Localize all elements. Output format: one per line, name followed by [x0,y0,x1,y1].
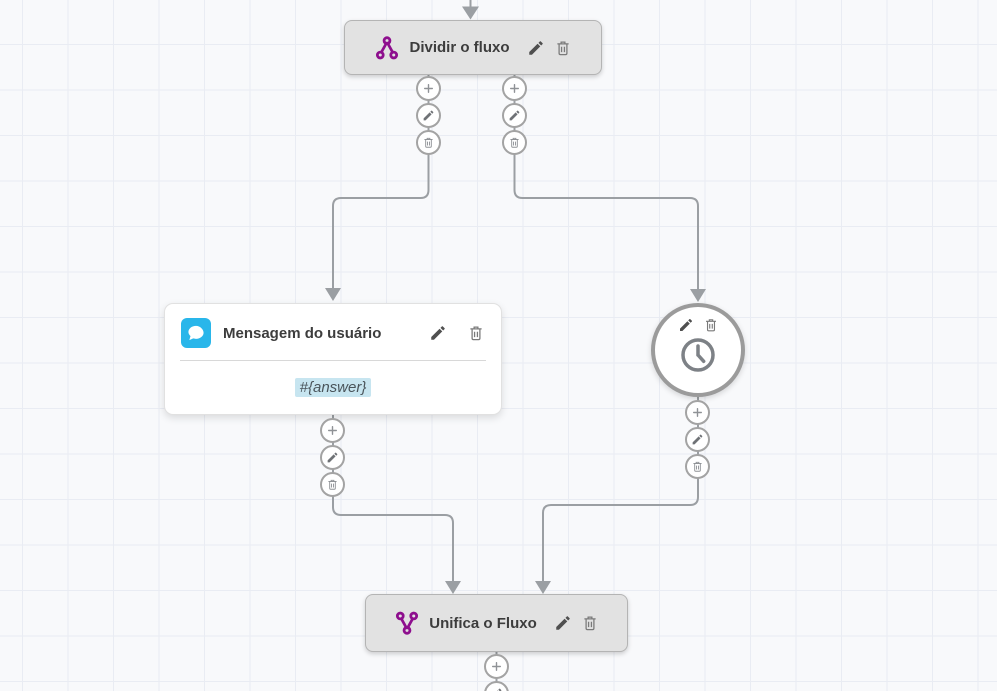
node-timer[interactable] [651,303,745,397]
merge-flow-icon [394,610,420,636]
message-output-ports [320,418,345,497]
delete-node-button[interactable] [703,317,719,333]
node-split-flow[interactable]: Dividir o fluxo [344,20,602,75]
edit-node-button[interactable] [527,39,545,57]
delete-node-button[interactable] [467,324,485,342]
connector-incoming-top [462,0,479,20]
chat-bubble-icon [181,318,211,348]
node-body: #{answer} [165,361,501,414]
node-merge-flow[interactable]: Unifica o Fluxo [365,594,628,652]
node-title: Mensagem do usuário [223,324,382,342]
edit-node-button[interactable] [429,324,447,342]
node-user-message[interactable]: Mensagem do usuário #{answer} [164,303,502,415]
delete-connection-button[interactable] [320,472,345,497]
delete-connection-button[interactable] [685,454,710,479]
node-header: Mensagem do usuário [165,304,501,360]
node-divider [180,360,486,361]
timer-output-ports [685,400,710,479]
add-block-button[interactable] [320,418,345,443]
node-title: Unifica o Fluxo [429,614,537,632]
edit-connection-button[interactable] [416,103,441,128]
edit-node-button[interactable] [678,317,694,333]
node-title: Dividir o fluxo [409,39,510,56]
add-block-button[interactable] [484,654,509,679]
connector-split-to-timer [513,75,706,302]
edit-connection-button[interactable] [484,681,509,691]
clock-icon [678,335,718,375]
add-block-button[interactable] [502,76,527,101]
connector-split-to-message [325,75,430,301]
merge-output-ports [484,654,509,691]
edit-connection-button[interactable] [502,103,527,128]
add-block-button[interactable] [685,400,710,425]
delete-node-button[interactable] [554,39,572,57]
variable-chip[interactable]: #{answer} [294,378,372,397]
connector-message-to-merge [332,415,461,594]
delete-connection-button[interactable] [416,130,441,155]
add-block-button[interactable] [416,76,441,101]
connector-timer-to-merge [535,397,699,594]
edit-connection-button[interactable] [685,427,710,452]
delete-connection-button[interactable] [502,130,527,155]
split-left-output-ports [416,76,441,155]
edit-node-button[interactable] [554,614,572,632]
edit-connection-button[interactable] [320,445,345,470]
delete-node-button[interactable] [581,614,599,632]
node-tools [678,317,719,333]
split-flow-icon [374,35,400,61]
split-right-output-ports [502,76,527,155]
